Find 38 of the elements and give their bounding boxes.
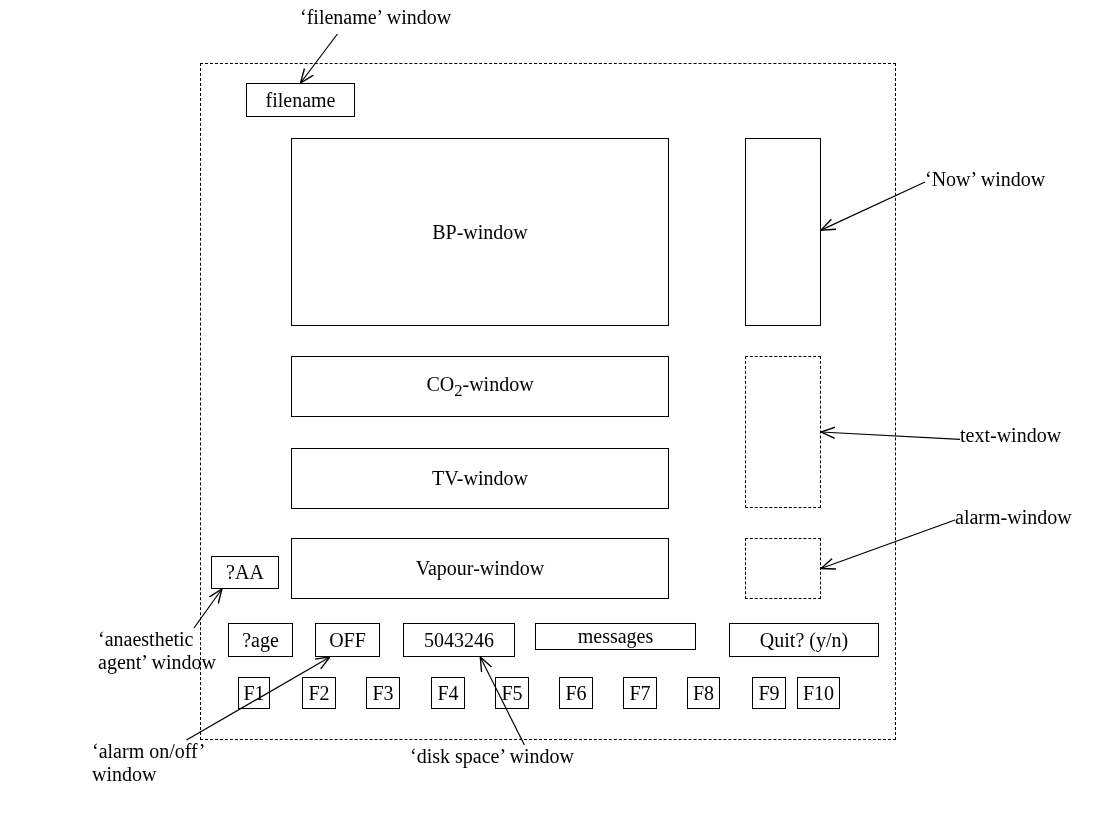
leader-line (185, 656, 331, 741)
window-box: BP-window (291, 138, 669, 326)
callout-text: ‘alarm on/off’ window (92, 740, 242, 792)
window-box (745, 356, 821, 508)
key-box: F4 (431, 677, 465, 709)
window-box: TV-window (291, 448, 669, 509)
callout-text: ‘anaesthetic agent’ window (98, 628, 226, 680)
key-box: F3 (366, 677, 400, 709)
window-box (745, 538, 821, 599)
leader-line (820, 519, 956, 570)
key-box: F6 (559, 677, 593, 709)
window-box: ?AA (211, 556, 279, 589)
window-box: filename (246, 83, 355, 117)
window-box: Quit? (y/n) (729, 623, 879, 657)
key-box: F1 (238, 677, 270, 709)
window-box (745, 138, 821, 326)
leader-line (820, 181, 926, 231)
key-box: F8 (687, 677, 720, 709)
leader-line (193, 588, 223, 629)
window-box: 5043246 (403, 623, 515, 657)
window-box: ?age (228, 623, 293, 657)
key-box: F7 (623, 677, 657, 709)
callout-text: ‘Now’ window (925, 168, 1055, 196)
callout-text: alarm-window (955, 506, 1085, 534)
key-box: F10 (797, 677, 840, 709)
key-box: F2 (302, 677, 336, 709)
key-box: F5 (495, 677, 529, 709)
leader-line (479, 656, 525, 746)
callout-text: text-window (960, 424, 1080, 452)
leader-line (820, 426, 961, 440)
window-box: messages (535, 623, 696, 650)
window-box: Vapour-window (291, 538, 669, 599)
window-box: OFF (315, 623, 380, 657)
callout-text: ‘disk space’ window (410, 745, 630, 773)
window-box: CO$_{2}$-window (291, 356, 669, 417)
leader-line (299, 33, 338, 84)
callout-text: ‘filename’ window (300, 6, 470, 34)
key-box: F9 (752, 677, 786, 709)
